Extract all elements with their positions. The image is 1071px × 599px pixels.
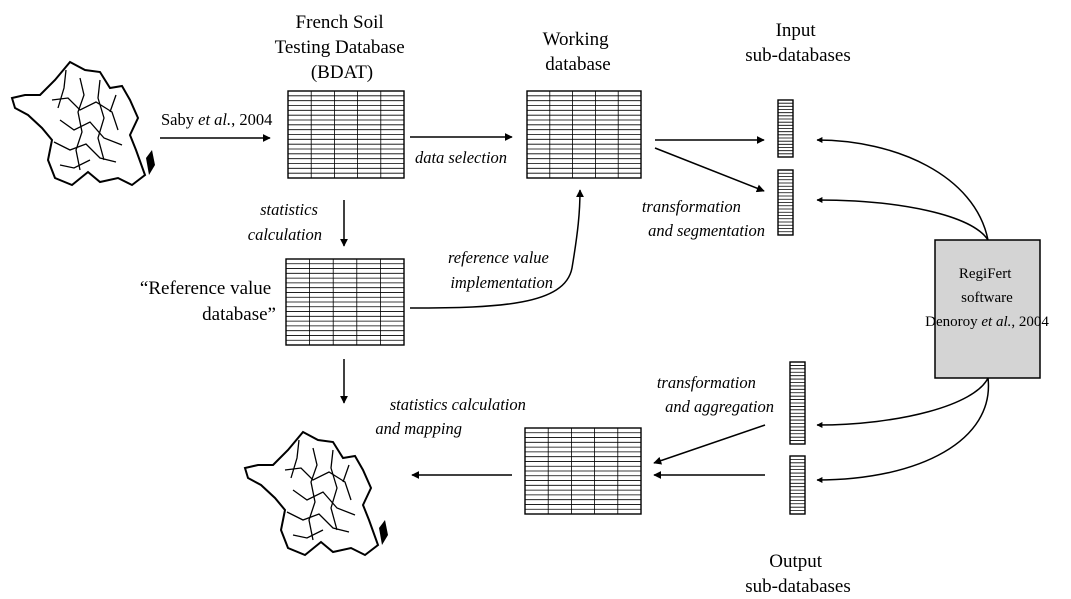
arrow-input-sub2-to-software xyxy=(816,197,989,241)
bdat-table xyxy=(287,90,405,179)
working-db-table xyxy=(526,90,642,179)
reference-db-table xyxy=(285,258,405,346)
transformation-aggregation-label: transformation and aggregation xyxy=(657,373,774,416)
statistics-mapping-label: statistics calculation and mapping xyxy=(375,395,530,438)
arrow-software-to-output2 xyxy=(816,377,990,483)
france-map-bottom xyxy=(243,430,388,557)
aggregated-db-table xyxy=(524,427,642,515)
regifert-software-box xyxy=(934,239,1041,379)
arrow-to-input-sub2 xyxy=(654,147,765,193)
regifert-citation: Denoroy et al., 2004 xyxy=(925,314,1049,330)
output-sub-table-2 xyxy=(789,455,806,515)
statistics-calculation-label: statistics calculation xyxy=(248,200,322,244)
database-tables xyxy=(285,90,806,515)
arrow-reference-implementation xyxy=(409,189,584,309)
output-subdatabases-title: Output sub-databases xyxy=(745,551,851,597)
reference-value-implementation-label: reference value implementation xyxy=(448,248,553,292)
bdat-title: French Soil Testing Database (BDAT) xyxy=(275,12,410,83)
saby-citation: Saby et al., 2004 xyxy=(161,110,272,129)
working-database-title: Working database xyxy=(543,29,614,75)
arrow-input-sub1-to-software xyxy=(816,137,989,241)
arrow-software-to-output1 xyxy=(816,377,989,428)
reference-value-database-title: “Reference value database” xyxy=(140,278,276,325)
regifert-label: RegiFert software xyxy=(959,266,1015,306)
transformation-segmentation-label: transformation and segmentation xyxy=(642,197,765,240)
input-sub-table-1 xyxy=(777,99,794,158)
data-selection-label: data selection xyxy=(415,148,507,167)
input-subdatabases-title: Input sub-databases xyxy=(745,20,851,66)
input-sub-table-2 xyxy=(777,169,794,236)
france-map-top xyxy=(10,60,155,187)
arrow-aggregation-1 xyxy=(653,424,766,465)
output-sub-table-1 xyxy=(789,361,806,445)
